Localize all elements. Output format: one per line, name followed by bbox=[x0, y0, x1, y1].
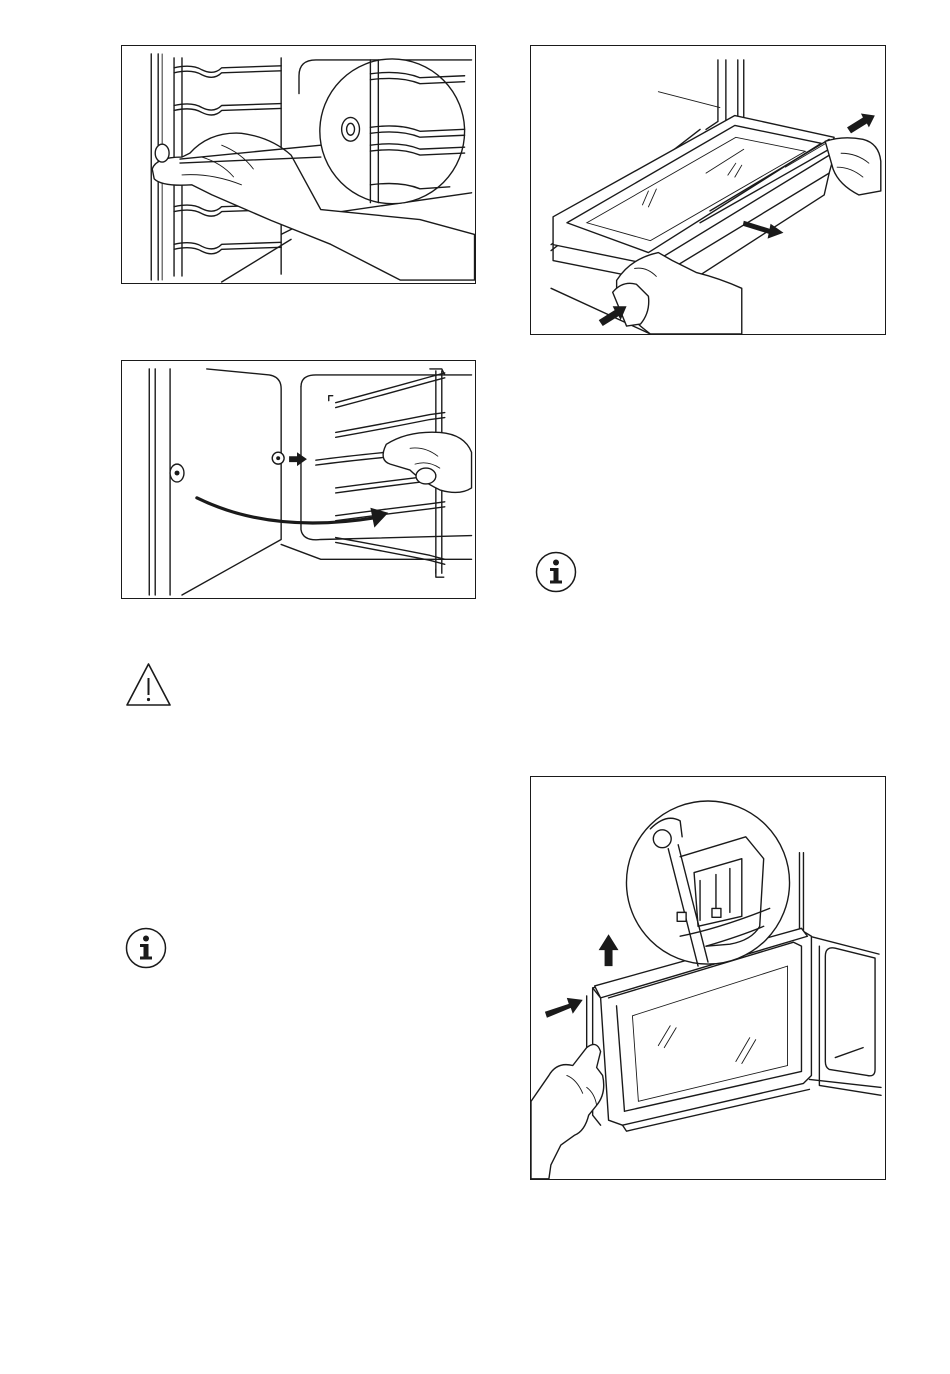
figure-install-shelf-support bbox=[121, 360, 476, 599]
door-glass-panel-removal-illustration bbox=[531, 46, 885, 334]
warning-triangle-icon bbox=[124, 661, 173, 709]
door-cover-removal-illustration bbox=[531, 777, 885, 1179]
info-icon bbox=[125, 927, 167, 969]
figure-remove-shelf-support bbox=[121, 45, 476, 284]
shelf-support-removal-illustration bbox=[122, 46, 475, 283]
figure-remove-glass-panel bbox=[530, 45, 886, 335]
info-icon bbox=[535, 551, 577, 593]
shelf-support-installation-illustration bbox=[122, 361, 475, 598]
figure-remove-door-cover bbox=[530, 776, 886, 1180]
